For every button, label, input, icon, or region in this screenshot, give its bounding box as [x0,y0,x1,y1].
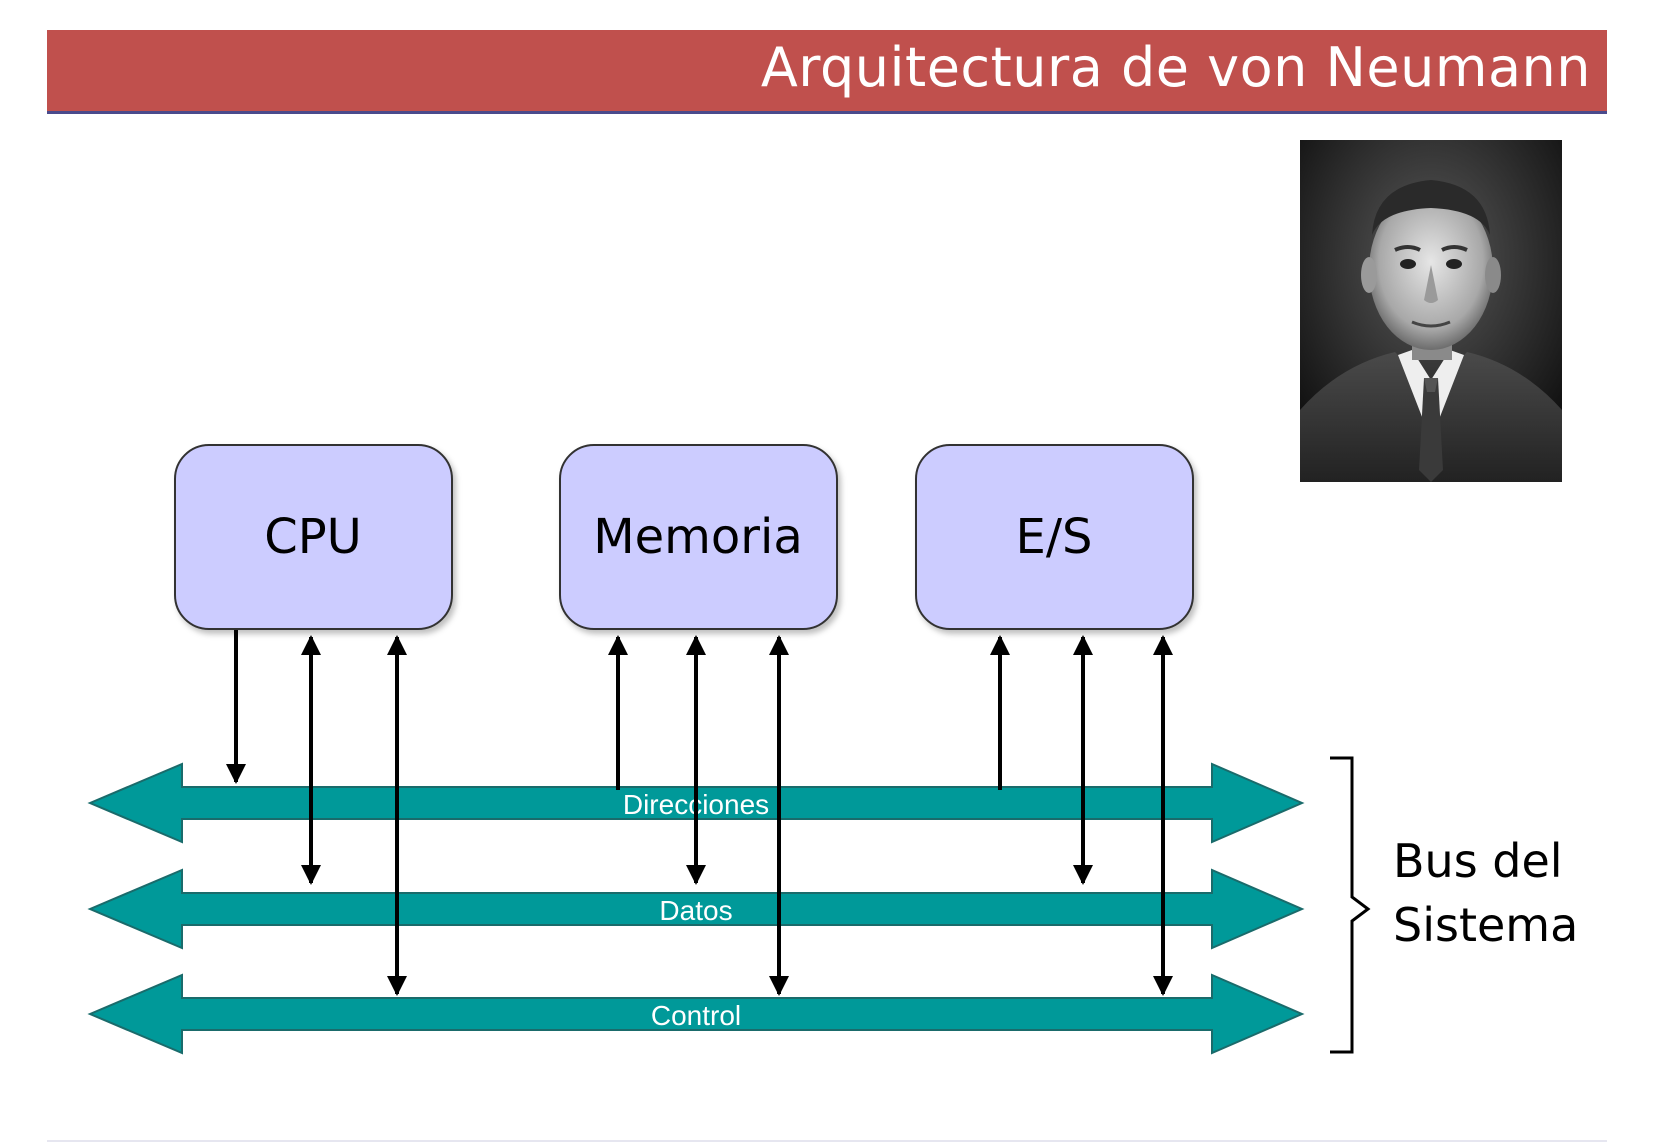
page-title: Arquitectura de von Neumann [760,36,1591,99]
component-memoria: Memoria [559,444,838,630]
portrait-photo [1300,140,1562,482]
bus-bracket [1330,756,1371,1054]
title-bar: Arquitectura de von Neumann [47,30,1607,114]
bus-group-label-line2: Sistema [1393,898,1578,952]
bus-label-datos: Datos [659,895,732,926]
bottom-divider [47,1140,1607,1142]
component-label-memoria: Memoria [593,509,803,565]
bus-label-control: Control [651,1000,741,1031]
component-label-es: E/S [1016,509,1093,565]
component-label-cpu: CPU [264,509,362,565]
bus-group-label-line1: Bus del [1393,834,1563,888]
bus-datos: Datos [87,868,1305,950]
component-es: E/S [915,444,1194,630]
bus-control: Control [87,973,1305,1055]
portrait-illustration [1300,140,1562,482]
component-cpu: CPU [174,444,453,630]
